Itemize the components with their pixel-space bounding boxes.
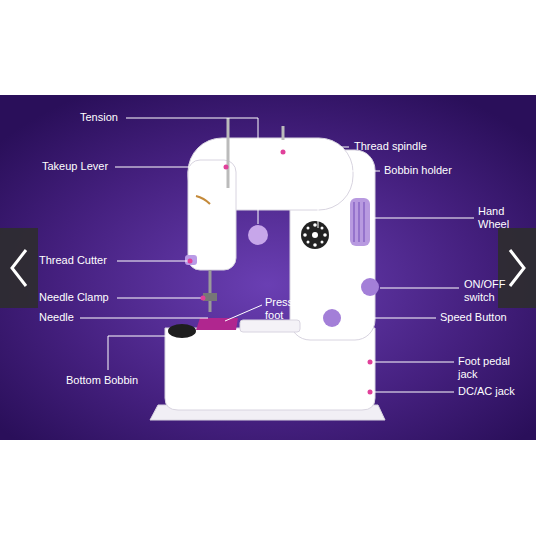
thread-spindle [282, 126, 285, 140]
part-label: Bottom Bobbin [66, 374, 138, 387]
presser-foot [196, 318, 238, 330]
bobbin-holder-dots [303, 223, 327, 247]
power-switch [361, 278, 379, 296]
prev-button [0, 228, 38, 308]
purple-background [0, 95, 536, 440]
takeup-lever [227, 118, 230, 188]
next-button [498, 228, 536, 308]
leader-dots [188, 150, 373, 395]
hand-wheel [350, 198, 370, 246]
tension-knob [248, 225, 268, 245]
part-label: Presser foot [265, 296, 315, 322]
hand-wheel-grip [354, 202, 364, 242]
thread-cutter [185, 255, 197, 265]
part-label: Thread spindle [354, 140, 427, 153]
needle-bar [209, 270, 212, 312]
part-label: Bobbin holder [384, 164, 452, 177]
part-label: Tension [80, 111, 118, 124]
bobbin-holder [301, 221, 329, 249]
next-chevron [510, 250, 524, 286]
part-label: Needle [39, 311, 74, 324]
thread [196, 196, 210, 204]
part-label: Hand Wheel [478, 205, 518, 231]
leader-lines [80, 118, 474, 392]
part-label: Speed Button [440, 311, 507, 324]
prev-chevron [12, 250, 26, 286]
bottom-bobbin [168, 324, 196, 338]
part-label: DC/AC jack [458, 385, 515, 398]
part-label: Needle Clamp [39, 291, 109, 304]
speed-button [323, 309, 341, 327]
part-label: Takeup Lever [42, 160, 108, 173]
part-label: Thread Cutter [39, 254, 107, 267]
part-label: ON/OFF switch [464, 278, 504, 304]
part-label: Foot pedal jack [458, 355, 518, 381]
machine-body [150, 138, 385, 420]
